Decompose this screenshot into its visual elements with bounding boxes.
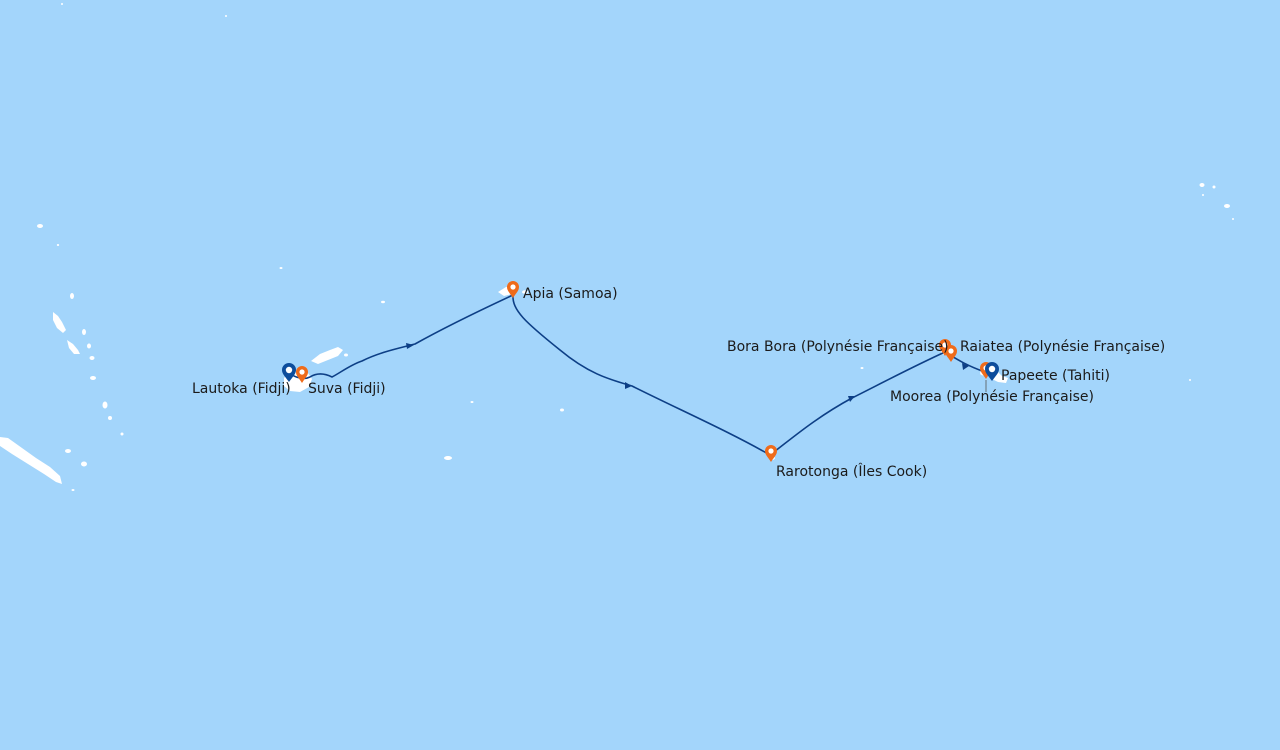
route-line: [288, 294, 986, 456]
island-new-caledonia: [0, 437, 62, 484]
port-label-lautoka[interactable]: Lautoka (Fidji): [192, 381, 291, 397]
port-labels: Lautoka (Fidji) Suva (Fidji) Apia (Samoa…: [192, 286, 1165, 480]
island-vanuatu: [53, 312, 66, 333]
port-label-moorea[interactable]: Moorea (Polynésie Française): [890, 389, 1094, 405]
port-label-raiatea[interactable]: Raiatea (Polynésie Française): [960, 339, 1165, 355]
port-label-papeete[interactable]: Papeete (Tahiti): [1001, 368, 1110, 384]
island-fiji-vanua-levu: [311, 347, 343, 364]
port-label-suva[interactable]: Suva (Fidji): [308, 381, 386, 397]
cruise-route: [288, 294, 986, 456]
route-direction-arrow: [625, 382, 632, 389]
port-label-apia[interactable]: Apia (Samoa): [523, 286, 618, 302]
route-direction-arrow: [406, 343, 414, 349]
port-label-bora-bora[interactable]: Bora Bora (Polynésie Française): [727, 339, 949, 355]
port-markers: [282, 281, 999, 462]
port-label-rarotonga[interactable]: Rarotonga (Îles Cook): [776, 462, 927, 480]
route-direction-arrow: [848, 396, 855, 402]
route-direction-arrow: [962, 363, 969, 370]
